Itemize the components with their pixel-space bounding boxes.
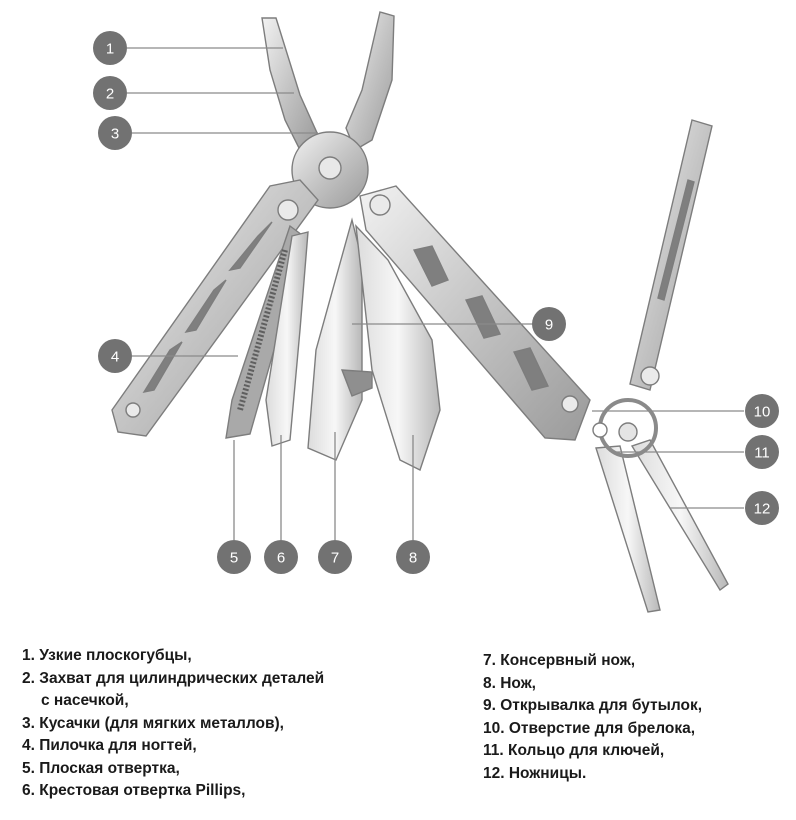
legend-item-12: 12. Ножницы. xyxy=(483,763,783,786)
right-handle-slot-3 xyxy=(513,347,549,391)
callout-1-label: 1 xyxy=(106,41,114,58)
callout-4: 4 xyxy=(98,339,132,373)
left-handle-end-screw xyxy=(125,402,141,418)
can-opener-blade xyxy=(307,217,363,461)
legend-right: 7. Консервный нож, 8. Нож, 9. Открывалка… xyxy=(483,650,783,785)
right-handle-screw xyxy=(369,194,391,216)
legend-item-5-text: 5. Плоская отвертка, xyxy=(22,759,180,777)
legend-item-10-text: 10. Отверстие для брелока, xyxy=(483,719,696,737)
callout-7: 7 xyxy=(318,540,352,574)
legend-item-11: 11. Кольцо для ключей, xyxy=(483,740,783,763)
multitool-illustration xyxy=(111,11,729,613)
legend-item-3-text: 3. Кусачки (для мягких металлов), xyxy=(22,714,284,732)
legend-item-5: 5. Плоская отвертка, xyxy=(22,758,402,781)
scissors-blade-right xyxy=(630,439,729,592)
callout-2: 2 xyxy=(93,76,127,110)
can-opener-hook xyxy=(340,369,373,397)
left-handle-screw xyxy=(277,199,299,221)
callout-8: 8 xyxy=(396,540,430,574)
callout-4-label: 4 xyxy=(111,349,119,366)
scissors-arm-slot xyxy=(657,179,695,301)
pivot-screw xyxy=(318,156,342,180)
key-ring-screw xyxy=(618,422,638,442)
callout-9: 9 xyxy=(532,307,566,341)
callout-6-label: 6 xyxy=(277,550,285,567)
right-handle-end-screw xyxy=(561,395,579,413)
callout-10: 10 xyxy=(745,394,779,428)
left-handle-slot-3 xyxy=(142,341,183,394)
pliers-jaw-left xyxy=(261,17,319,152)
legend-item-4: 4. Пилочка для ногтей, xyxy=(22,735,402,758)
legend-item-6-text: 6. Крестовая отвертка Pillips, xyxy=(22,782,246,799)
left-handle-slot-2 xyxy=(184,279,227,334)
phillips-blade xyxy=(265,231,309,447)
callout-5: 5 xyxy=(217,540,251,574)
knife-blade xyxy=(355,223,441,471)
callout-1: 1 xyxy=(93,31,127,65)
legend-item-2-continuation: с насечкой, xyxy=(41,692,129,709)
callout-3-label: 3 xyxy=(111,126,119,143)
callout-2-label: 2 xyxy=(106,86,114,103)
legend-item-4-text: 4. Пилочка для ногтей, xyxy=(22,737,197,754)
pliers-jaw-right xyxy=(345,11,395,152)
legend-item-11-text: 11. Кольцо для ключей, xyxy=(483,742,665,759)
legend-item-2-text: 2. Захват для цилиндрических деталей xyxy=(22,669,325,687)
callout-12-label: 12 xyxy=(754,501,771,518)
callout-9-label: 9 xyxy=(545,317,553,334)
callout-badges: 1 2 3 4 5 6 7 8 xyxy=(93,31,779,574)
legend-item-12-text: 12. Ножницы. xyxy=(483,764,587,782)
scissors-screw xyxy=(640,366,660,386)
callout-7-label: 7 xyxy=(331,550,339,567)
callout-6: 6 xyxy=(264,540,298,574)
legend-item-7-text: 7. Консервный нож, xyxy=(483,652,636,669)
callout-12: 12 xyxy=(745,491,779,525)
callout-3: 3 xyxy=(98,116,132,150)
legend-item-6: 6. Крестовая отвертка Pillips, xyxy=(22,780,402,803)
legend-item-1: 1. Узкие плоскогубцы, xyxy=(22,645,402,668)
callout-11-label: 11 xyxy=(754,445,770,462)
legend-item-3: 3. Кусачки (для мягких металлов), xyxy=(22,713,402,736)
right-handle-slot-2 xyxy=(465,295,501,339)
callout-5-label: 5 xyxy=(230,550,238,567)
callout-10-label: 10 xyxy=(754,404,771,421)
legend-left: 1. Узкие плоскогубцы, 2. Захват для цили… xyxy=(22,645,402,803)
multitool-diagram: 1 2 3 4 5 6 7 8 xyxy=(93,11,779,613)
legend-item-7: 7. Консервный нож, xyxy=(483,650,783,673)
leader-lines xyxy=(127,47,744,540)
legend-item-2: 2. Захват для цилиндрических деталей с на… xyxy=(22,668,402,713)
callout-11: 11 xyxy=(745,435,779,469)
callout-8-label: 8 xyxy=(409,550,417,567)
left-handle-slot-1 xyxy=(228,221,273,272)
legend-item-1-text: 1. Узкие плоскогубцы, xyxy=(22,647,192,664)
legend-item-8-text: 8. Нож, xyxy=(483,674,536,692)
legend-item-9: 9. Открывалка для бутылок, xyxy=(483,695,783,718)
legend-item-8: 8. Нож, xyxy=(483,673,783,696)
keyring-hole xyxy=(592,422,608,438)
legend-item-10: 10. Отверстие для брелока, xyxy=(483,718,783,741)
right-handle-slot-1 xyxy=(412,245,449,287)
scissors-blade-left xyxy=(595,445,661,613)
legend-item-9-text: 9. Открывалка для бутылок, xyxy=(483,697,703,714)
